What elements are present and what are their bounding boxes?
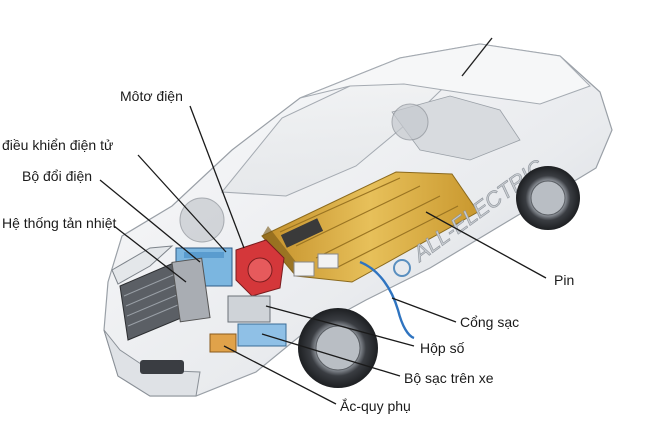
rear-wheel-far — [391, 103, 429, 141]
label-onboard-charger: Bộ sạc trên xe — [404, 370, 494, 386]
headlight — [111, 245, 174, 285]
antenna — [461, 37, 493, 77]
front-wheel-far — [179, 197, 225, 243]
leader-lines — [99, 105, 547, 405]
front-components — [175, 239, 339, 353]
label-motor: Môtơ điện — [120, 88, 183, 104]
label-battery: Pin — [554, 272, 575, 288]
roof — [299, 43, 591, 105]
aux-battery-block — [209, 333, 237, 353]
label-aux-battery: Ắc-quy phụ — [340, 398, 411, 414]
charge-cable — [359, 260, 415, 340]
label-charge-port: Cổng sạc — [460, 314, 520, 330]
charger-block — [237, 323, 287, 347]
label-inverter: Bộ đổi điện — [22, 168, 93, 184]
label-cooling: Hệ thống tản nhiệt — [2, 215, 117, 231]
logo-ring — [393, 259, 411, 277]
lower-grille — [140, 360, 184, 374]
battery-pack — [261, 171, 479, 283]
bumper — [103, 329, 201, 397]
gearbox-block — [227, 295, 271, 323]
label-gearbox: Hộp số — [420, 340, 465, 356]
grille — [119, 257, 211, 341]
label-controller: điều khiển điện tử — [2, 137, 114, 153]
